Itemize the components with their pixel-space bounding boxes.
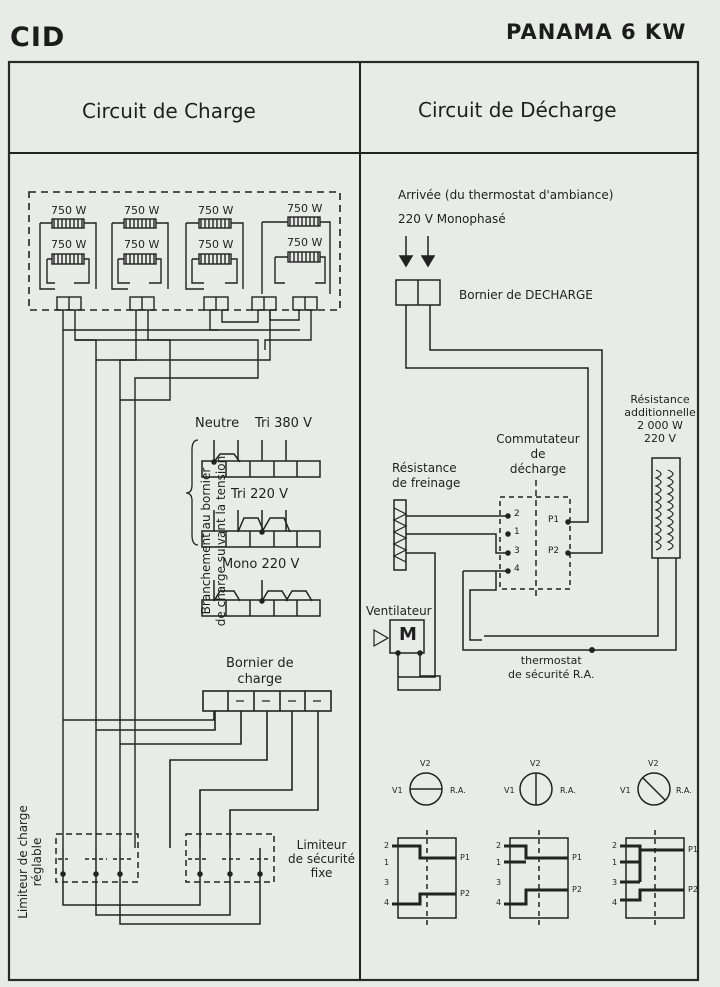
decharge-wiring bbox=[373, 236, 681, 691]
decharge-title: Circuit de Décharge bbox=[418, 98, 617, 122]
ventilateur-label: Ventilateur bbox=[366, 604, 432, 618]
tri380-label: Tri 380 V bbox=[255, 416, 312, 431]
thermostat-line-1: thermostat bbox=[520, 654, 582, 667]
switch1-p1: P1 bbox=[460, 853, 470, 862]
p2-label: P2 bbox=[548, 546, 560, 556]
dial3-v2: V2 bbox=[648, 759, 659, 768]
element-label-top-3: 750 W bbox=[198, 204, 234, 217]
dial3-v1: V1 bbox=[620, 786, 631, 795]
switch2-term-1: 1 bbox=[496, 858, 502, 867]
dial1-v2: V2 bbox=[420, 759, 431, 768]
switch2-term-3: 3 bbox=[496, 878, 502, 887]
resistance-freinage-label: Résistance de freinage bbox=[392, 461, 460, 491]
bornier-charge-line-2: charge bbox=[237, 672, 283, 687]
charge-title: Circuit de Charge bbox=[82, 99, 256, 123]
connection-label-line-2: de charge suivant la tension bbox=[214, 455, 228, 627]
element-label-bottom-2: 750 W bbox=[124, 238, 160, 251]
switch3-term-4: 4 bbox=[612, 898, 618, 907]
switch3-term-3: 3 bbox=[612, 878, 618, 887]
switch3-p2: P2 bbox=[688, 885, 698, 894]
dial1-v1: V1 bbox=[392, 786, 403, 795]
dial1-ra: R.A. bbox=[450, 786, 466, 795]
commutateur-term-2: 2 bbox=[514, 509, 520, 519]
model-title: PANAMA 6 KW bbox=[506, 20, 687, 44]
freinage-line-2: de freinage bbox=[392, 476, 461, 490]
tri220-label: Tri 220 V bbox=[231, 487, 288, 502]
dial3-ra: R.A. bbox=[676, 786, 692, 795]
limiteur-fixe-line-3: fixe bbox=[310, 866, 333, 880]
connection-label-line-1: Branchement au bornier bbox=[199, 467, 213, 615]
limiteur-fixe-line-1: Limiteur bbox=[296, 838, 347, 852]
element-label-top-2: 750 W bbox=[124, 204, 160, 217]
dial2-v2: V2 bbox=[530, 759, 541, 768]
commutateur-label: Commutateur de décharge bbox=[490, 432, 586, 477]
element-label-bottom-1: 750 W bbox=[51, 238, 87, 251]
switch1-term-4: 4 bbox=[384, 898, 390, 907]
brand-logo: CID bbox=[10, 22, 66, 53]
element-label-top-4: 750 W bbox=[287, 202, 323, 215]
switch2-p1: P1 bbox=[572, 853, 582, 862]
resistance-additionnelle-line-4: 220 V bbox=[643, 432, 677, 445]
switch2-p2: P2 bbox=[572, 885, 582, 894]
element-label-bottom-4: 750 W bbox=[287, 236, 323, 249]
motor-label: M bbox=[399, 624, 417, 645]
switch-diagrams bbox=[392, 772, 685, 925]
switch3-term-2: 2 bbox=[612, 841, 618, 850]
freinage-line-1: Résistance bbox=[392, 461, 457, 475]
commutateur-term-4: 4 bbox=[514, 564, 520, 574]
resistance-additionnelle-line-1: Résistance bbox=[630, 393, 690, 406]
element-label-top-1: 750 W bbox=[51, 204, 87, 217]
neutre-label: Neutre bbox=[195, 416, 240, 431]
commutateur-line-1: Commutateur bbox=[496, 432, 580, 446]
bornier-decharge-label: Bornier de DECHARGE bbox=[459, 288, 593, 302]
switch2-term-4: 4 bbox=[496, 898, 502, 907]
dial2-v1: V1 bbox=[504, 786, 515, 795]
connection-label: Branchement au bornier de charge suivant… bbox=[199, 451, 229, 631]
switch2-term-2: 2 bbox=[496, 841, 502, 850]
diagram-frame bbox=[7, 60, 700, 982]
limiters bbox=[55, 833, 275, 925]
limiteur-fixe-line-2: de sécurité bbox=[288, 852, 356, 866]
mono220-label: Mono 220 V bbox=[222, 557, 300, 572]
limiteur-reglable-line-2: réglable bbox=[30, 837, 44, 887]
commutateur-term-1: 1 bbox=[514, 527, 520, 537]
commutateur-line-3: décharge bbox=[509, 462, 567, 476]
switch1-term-1: 1 bbox=[384, 858, 390, 867]
bornier-charge-line-1: Bornier de bbox=[226, 656, 294, 671]
arrivee-label: Arrivée (du thermostat d'ambiance) bbox=[398, 188, 614, 202]
resistance-additionnelle-line-2: additionnelle bbox=[624, 406, 696, 419]
element-label-bottom-3: 750 W bbox=[198, 238, 234, 251]
terminal-strips bbox=[185, 439, 321, 617]
charge-feed-wires bbox=[62, 310, 312, 848]
heating-elements bbox=[39, 216, 331, 311]
switch1-term-2: 2 bbox=[384, 841, 390, 850]
dial2-ra: R.A. bbox=[560, 786, 576, 795]
supply-label: 220 V Monophasé bbox=[398, 212, 506, 226]
switch1-term-3: 3 bbox=[384, 878, 390, 887]
resistance-additionnelle-label: Résistance additionnelle 2 000 W 220 V bbox=[620, 393, 700, 445]
p1-label: P1 bbox=[548, 515, 560, 525]
bornier-charge bbox=[63, 690, 332, 848]
limiteur-reglable-label: Limiteur de charge réglable bbox=[16, 802, 44, 922]
switch3-p1: P1 bbox=[688, 845, 698, 854]
bornier-charge-label: Bornier de charge bbox=[226, 656, 294, 688]
switch1-p2: P2 bbox=[460, 889, 470, 898]
thermostat-line-2: de sécurité R.A. bbox=[508, 668, 595, 681]
limiteur-reglable-line-1: Limiteur de charge bbox=[16, 805, 30, 919]
resistance-additionnelle-line-3: 2 000 W bbox=[637, 419, 683, 432]
limiteur-fixe-label: Limiteur de sécurité fixe bbox=[288, 838, 355, 880]
switch3-term-1: 1 bbox=[612, 858, 618, 867]
commutateur-line-2: de bbox=[530, 447, 546, 461]
commutateur-term-3: 3 bbox=[514, 546, 520, 556]
elements-box bbox=[28, 191, 341, 311]
thermostat-label: thermostat de sécurité R.A. bbox=[508, 654, 595, 682]
